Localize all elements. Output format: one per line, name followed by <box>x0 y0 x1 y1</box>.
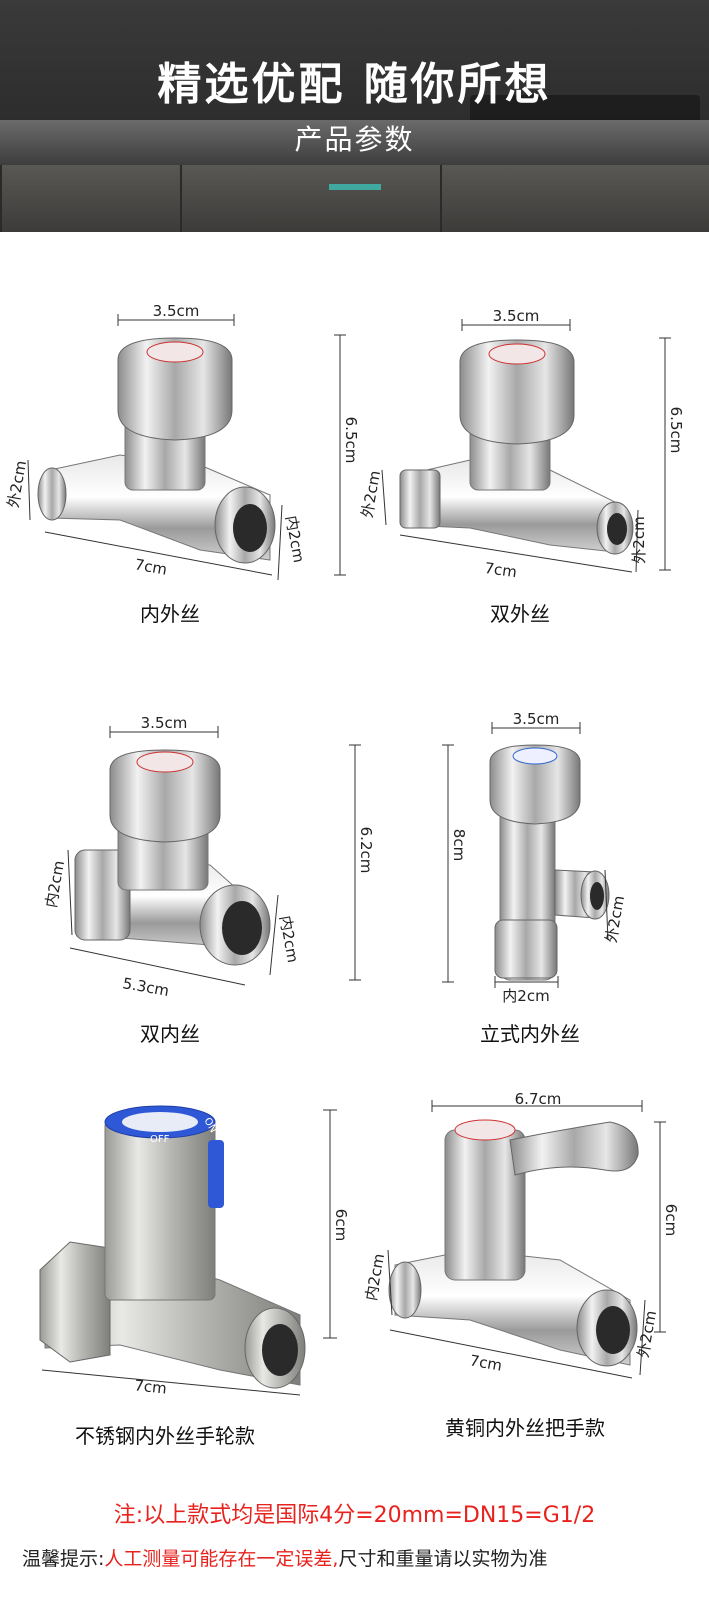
tip-note: 温馨提示:人工测量可能存在一定误差,尺寸和重量请以实物为准 <box>22 1544 547 1571</box>
dim-height: 6cm <box>662 1204 680 1236</box>
banner-cabinet <box>180 165 440 232</box>
spec-note: 注:以上款式均是国际4分=20mm=DN15=G1/2 <box>113 1503 596 1528</box>
dim-right: 外2cm <box>634 1309 660 1359</box>
valve-diagram: 6.7cm 6cm 内2cm 外2cm 7cm <box>362 1090 680 1379</box>
dim-bottom: 7cm <box>483 559 518 581</box>
dim-top: 6.7cm <box>515 1090 562 1108</box>
tip-suffix: 尺寸和重量请以实物为准 <box>338 1548 548 1570</box>
banner-counter <box>0 120 709 165</box>
dim-left: 内2cm <box>42 859 68 909</box>
dim-top: 3.5cm <box>141 714 188 732</box>
valve-diagram: 3.5cm 6.2cm 内2cm 内2cm 5.3cm <box>42 714 375 1000</box>
dim-height: 6cm <box>332 1209 350 1241</box>
dim-height: 6.5cm <box>667 407 685 454</box>
dim-height: 6.2cm <box>357 827 375 874</box>
tip-warning: 人工测量可能存在一定误差, <box>104 1548 339 1570</box>
product-card: 3.5cm 8cm 外2cm 内2cm 立式内外丝 <box>380 700 709 1050</box>
product-card: 6cm ON OFF 7cm 不锈钢内外丝手轮款 <box>0 1100 360 1480</box>
accent-bar <box>329 184 381 190</box>
product-card: 3.5cm 6.2cm 内2cm 内2cm 5.3cm 双内丝 <box>0 700 380 1050</box>
valve-diagram: 3.5cm 8cm 外2cm 内2cm <box>442 710 628 1005</box>
dim-left: 内2cm <box>362 1252 388 1302</box>
dim-left: 外2cm <box>4 459 30 509</box>
dim-right: 内2cm <box>282 514 308 564</box>
valve-diagram: 6cm ON OFF 7cm <box>39 1105 350 1398</box>
dim-top: 3.5cm <box>153 302 200 320</box>
product-card: 3.5cm 6.5cm 外2cm 内2cm 7cm 内外丝 <box>0 290 360 630</box>
product-caption: 内外丝 <box>140 602 200 626</box>
banner-subtitle: 产品参数 <box>294 123 415 156</box>
dim-bottom: 7cm <box>468 1351 503 1374</box>
dim-top: 3.5cm <box>493 307 540 325</box>
banner-cabinet <box>440 165 709 232</box>
dim-height: 6.5cm <box>342 417 360 464</box>
dim-right: 外2cm <box>630 516 648 563</box>
valve-diagram: 3.5cm 6.5cm 外2cm 外2cm 7cm <box>358 307 685 581</box>
product-card: 6.7cm 6cm 内2cm 外2cm 7cm 黄铜内外丝把手款 <box>360 1090 709 1480</box>
product-caption: 双外丝 <box>490 602 550 626</box>
dim-bottom: 内2cm <box>502 987 549 1005</box>
product-card: 3.5cm 6.5cm 外2cm 外2cm 7cm 双外丝 <box>358 290 709 630</box>
tip-prefix: 温馨提示: <box>22 1548 105 1570</box>
dim-bottom: 7cm <box>133 555 168 578</box>
header-banner: 精选优配 随你所想 产品参数 <box>0 0 709 232</box>
product-caption: 立式内外丝 <box>480 1022 580 1046</box>
banner-title: 精选优配 随你所想 <box>157 59 552 110</box>
dim-bottom: 5.3cm <box>121 974 170 1000</box>
dim-left: 外2cm <box>358 469 384 519</box>
product-caption: 黄铜内外丝把手款 <box>445 1416 605 1440</box>
banner-cabinet <box>0 165 180 232</box>
product-caption: 双内丝 <box>140 1022 200 1046</box>
dim-height: 8cm <box>450 829 468 861</box>
product-caption: 不锈钢内外丝手轮款 <box>75 1424 255 1448</box>
dim-bottom: 7cm <box>133 1376 167 1397</box>
valve-diagram: 3.5cm 6.5cm 外2cm 内2cm 7cm <box>4 302 360 581</box>
knob-label-off: OFF <box>150 1134 170 1145</box>
dim-right: 内2cm <box>276 914 302 964</box>
dim-top: 3.5cm <box>513 710 560 728</box>
